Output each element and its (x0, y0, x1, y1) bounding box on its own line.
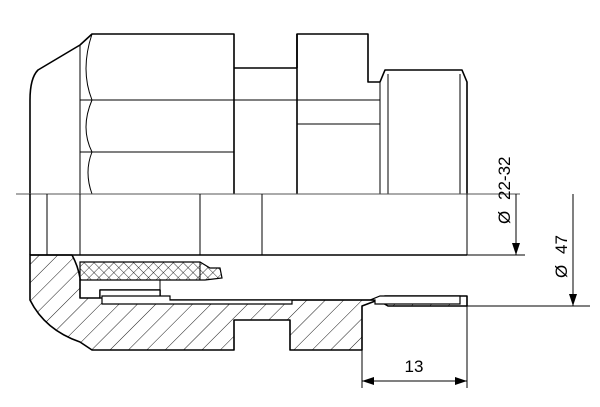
dim-cable-arrow (512, 243, 520, 255)
dimensions: Ø 22-32 Ø 47 13 (361, 157, 590, 388)
exterior-view (29, 33, 468, 195)
dim-outer-label: 47 (552, 235, 571, 254)
dim-outer-arrow (569, 294, 577, 306)
body-inner-bore (101, 295, 461, 305)
hex-chamfer-top (85, 33, 93, 101)
hex-nut (79, 33, 235, 194)
dim-outer-symbol: Ø (552, 265, 571, 278)
insert-step (80, 279, 161, 290)
dome-cap-nut (29, 44, 81, 194)
thread-outline (367, 68, 468, 194)
dim-length-label: 13 (405, 357, 424, 376)
hex-chamfer-mid (85, 99, 93, 153)
dim-length-arrow-left (362, 377, 374, 385)
body-hex (296, 33, 369, 194)
dim-length-arrow-right (455, 377, 467, 385)
hex-chamfer-bottom (87, 151, 93, 195)
seal-insert (79, 261, 223, 281)
dim-cable-label: 22-32 (495, 157, 514, 200)
section-view (29, 194, 468, 351)
dim-cable-symbol: Ø (495, 211, 514, 224)
